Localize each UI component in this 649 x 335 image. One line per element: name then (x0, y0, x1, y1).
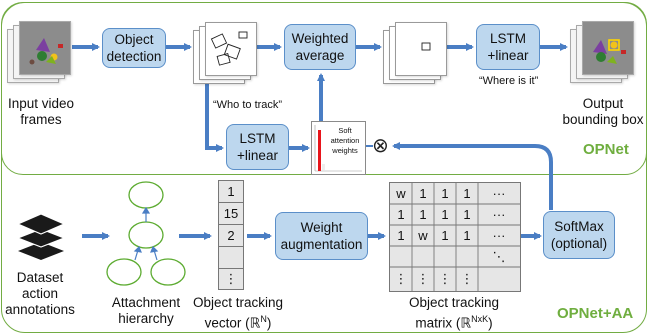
arrow-boxes-to-lstm (205, 82, 224, 152)
lstm-where-block: LSTM +linear (476, 24, 540, 70)
tracking-matrix-label: Object tracking matrix (ℝNxK) (408, 295, 500, 331)
matrix-cell: 1 (397, 207, 405, 222)
vector-cell: ⋮ (224, 271, 238, 286)
hierarchy-node-right (150, 258, 186, 286)
object-detection-block: Object detection (102, 28, 166, 68)
tracking-vector-label: Object tracking vector (ℝN) (192, 295, 284, 331)
output-bbox-label: Output bounding box (562, 96, 644, 127)
matrix-cell: ··· (492, 207, 506, 222)
who-to-track-label: “Who to track” (213, 99, 283, 111)
opnet-aa-title: OPNet+AA (557, 305, 634, 322)
soft-attention-label: Soft attention weights (330, 126, 360, 155)
weighted-average-block: Weighted average (284, 24, 356, 70)
hierarchy-node-left (106, 258, 142, 286)
matrix-cell: ⋮ (438, 271, 452, 286)
tracking-vector: 1 15 2 ⋮ (218, 180, 244, 290)
matrix-cell: ⋮ (394, 271, 408, 286)
output-scene-image (583, 22, 633, 74)
attachment-hierarchy-graph (106, 181, 186, 286)
hierarchy-node-root (128, 181, 164, 209)
matrix-cell (412, 246, 434, 267)
tracking-matrix: w 1 1 1 ··· 1 1 1 1 ··· 1 w 1 1 ··· ⋱ ⋮ … (389, 182, 521, 292)
vector-cell: 15 (219, 203, 243, 225)
attachment-hierarchy-label: Attachment hierarchy (111, 295, 181, 326)
vector-cell: 1 (219, 181, 243, 203)
matrix-cell: ⋱ (492, 248, 506, 264)
matrix-cell: w (396, 186, 406, 201)
where-is-it-label: “Where is it” (479, 75, 539, 87)
matrix-cell: 1 (463, 207, 471, 222)
vector-cell (219, 247, 243, 269)
matrix-cell: 1 (419, 186, 427, 201)
opnet-title: OPNet (583, 141, 629, 158)
input-video-label: Input video frames (7, 96, 75, 127)
matrix-cell (478, 267, 520, 291)
detection-frame-front (205, 22, 257, 76)
matrix-cell: 1 (463, 228, 471, 243)
matrix-cell: 1 (419, 207, 427, 222)
arrow-softmax-to-multiply (392, 142, 553, 210)
attention-weights-panel: Soft attention weights (311, 121, 366, 175)
hierarchy-node-middle (128, 221, 164, 249)
vector-cell: 2 (219, 225, 243, 247)
matrix-cell: 1 (397, 228, 405, 243)
detection-boxes-icon (210, 31, 248, 66)
weight-augmentation-block: Weight augmentation (275, 212, 368, 260)
input-scene-image (20, 22, 70, 74)
matrix-cell: 1 (441, 186, 449, 201)
softmax-block: SoftMax (optional) (543, 211, 615, 259)
input-frame-front (19, 21, 71, 75)
matrix-cell: ⋮ (460, 271, 474, 286)
matrix-grid (390, 183, 520, 291)
matrix-cell: 1 (463, 186, 471, 201)
attention-weights-chart (314, 125, 362, 172)
matrix-cell: ⋮ (416, 271, 430, 286)
matrix-cell: ··· (492, 186, 506, 201)
matrix-cell (434, 246, 456, 267)
matrix-cell: ··· (492, 228, 506, 243)
dataset-stack-icon (16, 213, 66, 260)
matrix-cell: w (418, 228, 428, 243)
matrix-cell: 1 (441, 207, 449, 222)
multiply-symbol: ⊗ (372, 135, 389, 157)
matrix-cell: 1 (441, 228, 449, 243)
attention-bar (318, 130, 321, 171)
weighted-box-icon (421, 42, 431, 51)
lstm-who-block: LSTM +linear (226, 124, 289, 170)
matrix-cell (456, 246, 478, 267)
weighted-frame-front (395, 22, 447, 76)
matrix-cell (390, 246, 412, 267)
output-frame-front (582, 21, 634, 75)
dataset-label: Dataset action annotations (5, 270, 75, 317)
